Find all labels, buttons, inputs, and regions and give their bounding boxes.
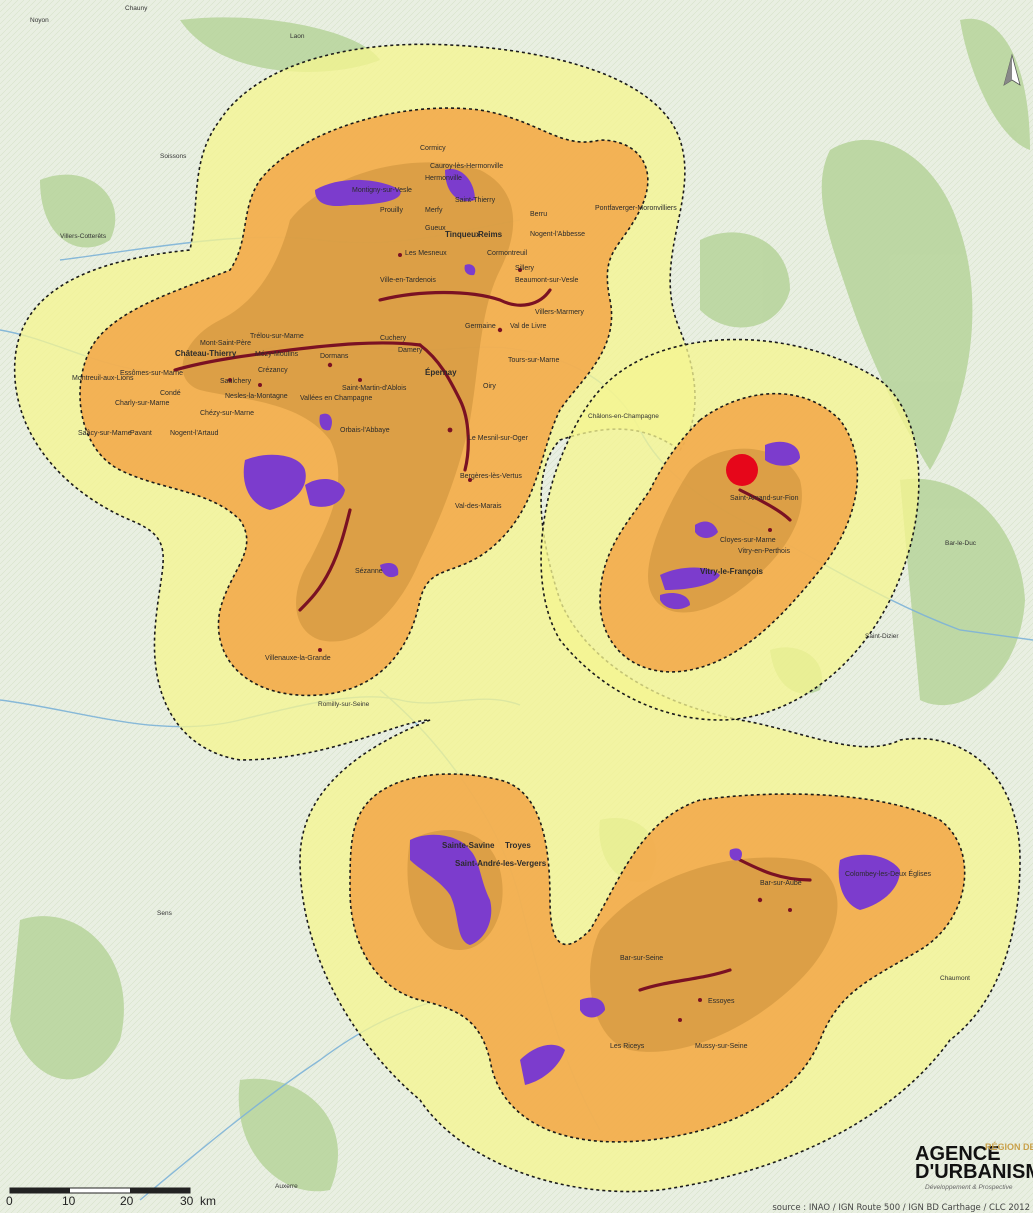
place-label: Mézy-Moulins — [255, 351, 299, 358]
place-label: Noyon — [30, 17, 49, 24]
agency-logo: AGENCE RÉGION DE REIMS D'URBANISME Dével… — [915, 1142, 1033, 1191]
place-label: Chauny — [125, 5, 148, 12]
place-label: Essoyes — [708, 998, 735, 1005]
place-label: Vitry-le-François — [700, 567, 764, 576]
place-label: Crézancy — [258, 367, 288, 374]
place-label: Nogent-l'Artaud — [170, 430, 219, 437]
logo-line2: D'URBANISME — [915, 1161, 1033, 1183]
place-label: Tinqueux — [445, 230, 481, 239]
place-label: Nogent-l'Abbesse — [530, 231, 585, 238]
place-label: Tours-sur-Marne — [508, 357, 559, 364]
place-label: Essômes-sur-Marne — [120, 370, 183, 377]
aoc-core-zones — [182, 162, 838, 1052]
logo-line4: Développement & Prospective — [925, 1184, 1013, 1191]
place-label: Château-Thierry — [175, 349, 237, 358]
scale-tick-20: 20 — [120, 1194, 134, 1208]
place-label: Montigny-sur-Vesle — [352, 187, 412, 194]
place-label: Bar-sur-Aube — [760, 880, 802, 887]
place-label: Berru — [530, 211, 547, 218]
place-label: Les Riceys — [610, 1043, 645, 1050]
place-label: Beaumont-sur-Vesle — [515, 277, 579, 284]
place-label: Vitry-en-Perthois — [738, 548, 791, 555]
place-label: Mont-Saint-Père — [200, 340, 251, 347]
place-label: Cormicy — [420, 145, 446, 152]
place-label: Cauroy-lès-Hermonville — [430, 163, 503, 170]
source-credits: source : INAO / IGN Route 500 / IGN BD C… — [772, 1203, 1030, 1213]
place-label: Chaumont — [940, 975, 970, 982]
place-label: Merfy — [425, 207, 443, 214]
place-label: Cormontreuil — [487, 250, 528, 257]
place-label: Mussy-sur-Seine — [695, 1043, 748, 1050]
place-label: Gueux — [425, 225, 446, 232]
place-label: Val-des-Marais — [455, 503, 502, 510]
place-label: Saint-Dizier — [865, 633, 899, 640]
place-label: Damery — [398, 347, 423, 354]
place-label: Dormans — [320, 353, 349, 360]
place-label: Les Mesneux — [405, 250, 447, 257]
place-label: Romilly-sur-Seine — [318, 701, 370, 708]
place-label: Châlons-en-Champagne — [588, 413, 659, 420]
place-label: Sens — [157, 910, 173, 917]
outer-place-labels: Noyon Chauny Laon Soissons Villers-Cotte… — [30, 5, 977, 1190]
violet-zones — [243, 169, 900, 1085]
place-label: Sillery — [515, 265, 535, 272]
place-label: Saint-Martin-d'Ablois — [342, 385, 407, 392]
place-label: Nesles-la-Montagne — [225, 393, 288, 400]
place-label: Villers-Cotterêts — [60, 233, 107, 240]
scale-tick-0: 0 — [6, 1194, 13, 1208]
place-label: Bergères-lès-Vertus — [460, 473, 522, 480]
place-label: Cuchery — [380, 335, 407, 342]
place-label: Sézanne — [355, 568, 383, 575]
place-label: Ville-en-Tardenois — [380, 277, 436, 284]
forest-areas — [10, 17, 1030, 1192]
place-label: Cloyes-sur-Marne — [720, 537, 776, 544]
place-label: Auxerre — [275, 1183, 298, 1190]
place-label: Épernay — [425, 368, 457, 377]
place-label: Sainte-Savine — [442, 841, 495, 850]
place-label: Val de Livre — [510, 323, 547, 330]
place-label: Montreuil-aux-Lions — [72, 375, 134, 382]
place-label: Reims — [478, 230, 503, 239]
logo-line3: RÉGION DE REIMS — [985, 1142, 1033, 1152]
place-label: Saint-André-les-Vergers — [455, 859, 547, 868]
scale-unit: km — [200, 1194, 216, 1208]
place-label: Oiry — [483, 383, 496, 390]
place-label: Soissons — [160, 153, 187, 160]
place-label: Saint-Amand-sur-Fion — [730, 495, 799, 502]
inner-place-labels: Cormicy Cauroy-lès-Hermonville Hermonvil… — [72, 145, 931, 1050]
place-label: Condé — [160, 390, 181, 397]
north-arrow-icon — [1003, 53, 1021, 86]
place-label: Charly-sur-Marne — [115, 400, 170, 407]
place-label: Prouilly — [380, 207, 403, 214]
place-label: Saulchery — [220, 378, 252, 385]
location-marker[interactable] — [726, 454, 758, 486]
place-label: Saâcy-sur-Marne — [78, 430, 132, 437]
vineyard-dots — [228, 253, 792, 1022]
place-label: Bar-le-Duc — [945, 540, 977, 547]
place-label: Chézy-sur-Marne — [200, 410, 254, 417]
scale-tick-10: 10 — [62, 1194, 76, 1208]
place-label: Pavant — [130, 430, 152, 437]
place-label: Germaine — [465, 323, 496, 330]
place-label: Pontfaverger-Moronvilliers — [595, 205, 677, 212]
place-label: Villenauxe-la-Grande — [265, 655, 331, 662]
place-label: Laon — [290, 33, 305, 40]
place-label: Colombey-les-Deux Églises — [845, 869, 931, 878]
place-label: Hermonville — [425, 175, 462, 182]
vineyard-plots — [173, 288, 812, 992]
place-label: Troyes — [505, 841, 531, 850]
place-label: Orbais-l'Abbaye — [340, 427, 390, 434]
logo-line1: AGENCE — [915, 1143, 1001, 1165]
place-label: Vallées en Champagne — [300, 395, 372, 402]
place-label: Le Mesnil-sur-Oger — [468, 435, 529, 442]
place-label: Saint-Thierry — [455, 197, 496, 204]
place-label: Bar-sur-Seine — [620, 955, 663, 962]
scale-bar: 0 10 20 30 km — [6, 1187, 216, 1208]
scale-tick-30: 30 — [180, 1194, 194, 1208]
place-label: Villers-Marmery — [535, 309, 584, 316]
place-label: Trélou-sur-Marne — [250, 333, 304, 340]
